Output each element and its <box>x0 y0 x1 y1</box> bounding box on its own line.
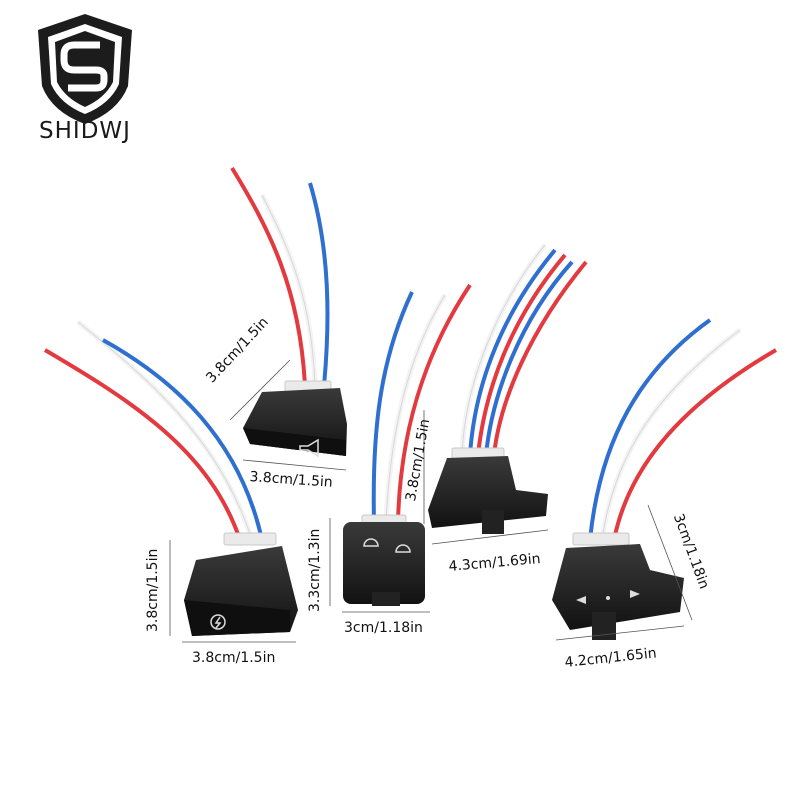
horn-icon <box>299 438 319 458</box>
turn-signal-switch-large <box>552 318 778 640</box>
dimension-lines <box>169 359 693 643</box>
brand-logo <box>38 14 132 124</box>
flash-switch <box>43 320 298 636</box>
headlight-icon <box>363 538 411 553</box>
arrows-icon <box>576 590 640 604</box>
toggle-icon <box>482 510 504 534</box>
headlight-switch <box>343 283 472 606</box>
flash-icon <box>210 614 226 630</box>
brand-name: SHIDWJ <box>39 118 131 144</box>
flash-height-label: 3.8cm/1.5in <box>145 548 161 632</box>
turn-signal-switch <box>428 243 588 534</box>
headlight-width-label: 3cm/1.18in <box>344 620 423 636</box>
flash-width-label: 3.8cm/1.5in <box>192 650 276 666</box>
headlight-height-label: 3.3cm/1.3in <box>307 528 323 612</box>
horn-switch <box>230 166 347 458</box>
